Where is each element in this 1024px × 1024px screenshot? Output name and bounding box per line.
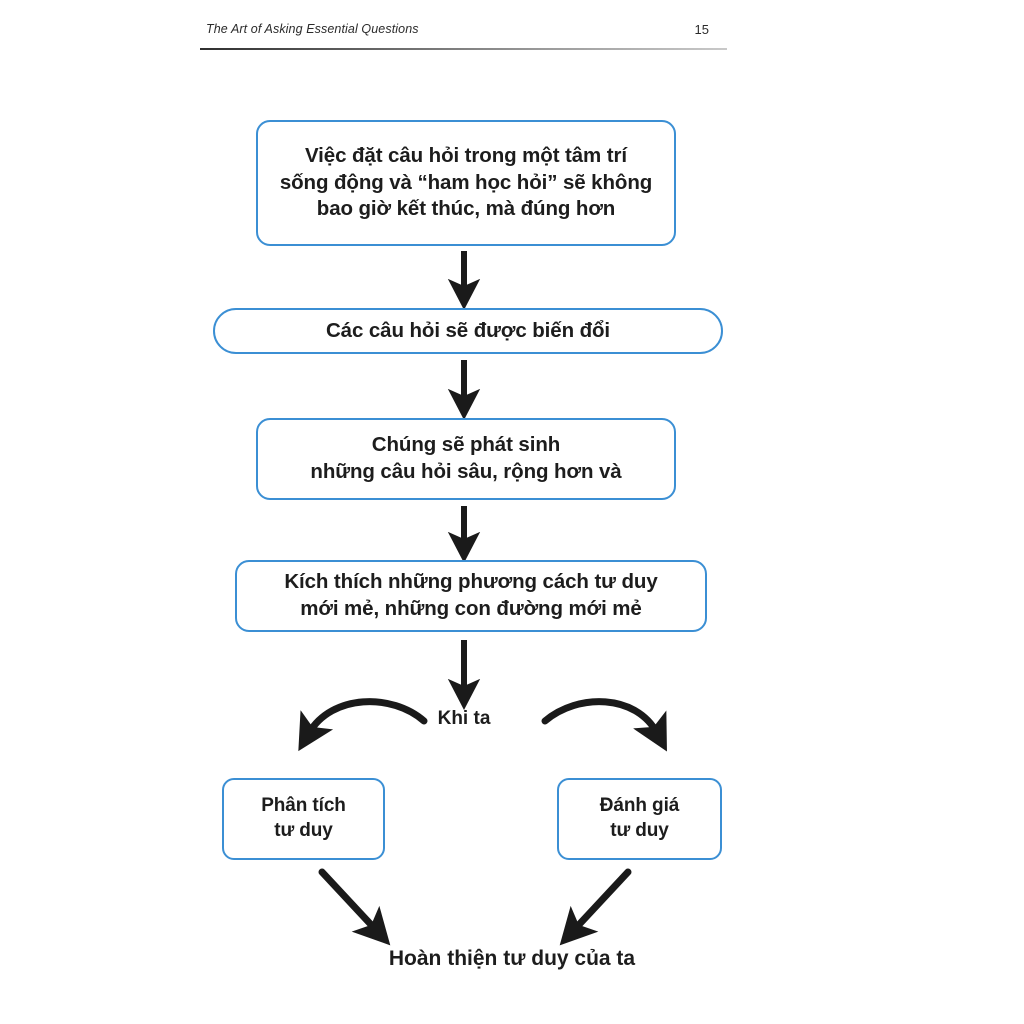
node-stimulate-label: Kích thích những phương cách tư duy mới … xyxy=(284,570,658,620)
page-number: 15 xyxy=(694,22,709,37)
node-transform: Các câu hỏi sẽ được biến đổi xyxy=(213,308,723,354)
node-analyze: Phân tích tư duy xyxy=(222,778,385,860)
header-divider xyxy=(200,48,727,50)
node-origin-label: Việc đặt câu hỏi trong một tâm trí sống … xyxy=(279,144,653,221)
arrow-evaluate-to-outcome xyxy=(559,868,632,946)
node-origin: Việc đặt câu hỏi trong một tâm trí sống … xyxy=(256,120,676,246)
arrow-when-to-evaluate xyxy=(541,698,667,752)
node-transform-label: Các câu hỏi sẽ được biến đổi xyxy=(325,318,611,342)
running-head: The Art of Asking Essential Questions 15 xyxy=(200,22,727,50)
node-stimulate: Kích thích những phương cách tư duy mới … xyxy=(235,560,707,632)
node-generate: Chúng sẽ phát sinh những câu hỏi sâu, rộ… xyxy=(256,418,676,500)
node-generate-label: Chúng sẽ phát sinh những câu hỏi sâu, rộ… xyxy=(310,433,622,483)
node-analyze-label: Phân tích tư duy xyxy=(261,795,346,841)
book-title: The Art of Asking Essential Questions xyxy=(206,22,419,36)
node-when-label: Khi ta xyxy=(437,708,491,729)
node-outcome-label: Hoàn thiện tư duy của ta xyxy=(388,947,636,970)
node-evaluate-label: Đánh giá tư duy xyxy=(599,795,680,841)
node-evaluate: Đánh giá tư duy xyxy=(557,778,722,860)
arrow-analyze-to-outcome xyxy=(318,868,391,946)
